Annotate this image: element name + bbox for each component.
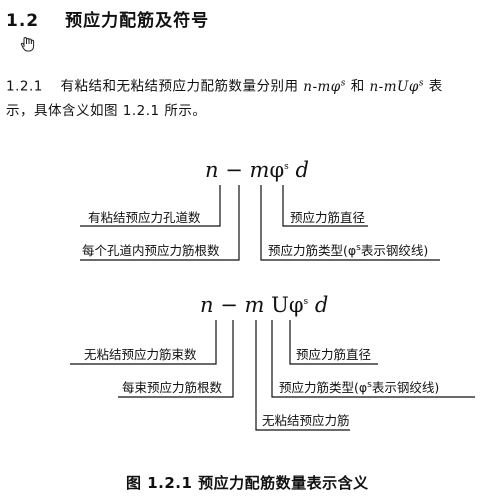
f2-label-tendons-per-bundle: 每束预应力筋根数 (122, 380, 223, 395)
inline-symbol-bonded: n-mφs (303, 78, 346, 95)
f1-label-tendon-type: 预应力筋类型(φs表示钢绞线) (268, 242, 429, 258)
f2-label-unbonded-tendon: 无粘结预应力筋 (262, 413, 350, 428)
f1-dash: − (225, 158, 243, 182)
paragraph-text-start: 有粘结和无粘结预应力配筋数量分别用 (60, 78, 299, 95)
f2-dash: − (220, 293, 238, 317)
f1-line-tendon-diameter (282, 185, 368, 227)
f2-d: d (314, 293, 329, 317)
f2-label-tendon-type: 预应力筋类型(φs表示钢绞线) (279, 379, 440, 395)
f2-n: n (200, 293, 214, 317)
paragraph-line-1: 1.2.1 有粘结和无粘结预应力配筋数量分别用 n-mφs 和 n-mUφs 表 (6, 70, 443, 100)
f2-u: U (271, 293, 289, 317)
f1-line-tendon-type (260, 185, 440, 261)
f2-label-tendon-diameter: 预应力筋直径 (296, 347, 372, 362)
formula-bonded: n − mφs d (205, 158, 309, 182)
f1-d: d (295, 158, 309, 182)
f1-sup: s (284, 162, 289, 172)
f1-label-duct-count: 有粘结预应力孔道数 (88, 210, 201, 225)
f1-label-tendons-per-duct: 每个孔道内预应力筋根数 (82, 243, 220, 258)
f2-sup: s (303, 297, 309, 307)
f2-line-tendon-diameter (289, 320, 378, 365)
f2-m: m (244, 293, 265, 317)
f2-line-bundle-count (70, 320, 217, 365)
f2-line-tendon-type (271, 320, 475, 398)
section-number: 1.2 (6, 11, 40, 31)
paragraph-connector: 和 (350, 78, 365, 95)
paragraph-number: 1.2.1 (6, 78, 43, 95)
f1-n: n (205, 158, 219, 182)
f2-label-bundle-count: 无粘结预应力筋束数 (84, 347, 197, 362)
paragraph-text-end: 表 (428, 78, 443, 95)
f1-m: m (249, 158, 270, 182)
f1-line-duct-count (80, 185, 221, 227)
inline-symbol-unbonded: n-mUφs (369, 78, 424, 95)
paragraph-line-2: 示，具体含义如图 1.2.1 所示。 (6, 103, 207, 119)
f1-phi: φ (269, 158, 285, 182)
f2-line-tendons-per-bundle (118, 320, 234, 398)
section-heading: 1.2 预应力配筋及符号 (6, 6, 209, 31)
formula-unbonded: n − m Uφs d (200, 293, 328, 317)
f1-label-tendon-diameter: 预应力筋直径 (290, 210, 366, 225)
section-title: 预应力配筋及符号 (65, 11, 210, 31)
figure-caption: 图 1.2.1 预应力配筋数量表示含义 (126, 474, 369, 492)
f2-line-unbonded (255, 320, 350, 431)
f1-line-tendons-per-duct (80, 185, 240, 261)
f2-phi: φ (288, 293, 304, 317)
